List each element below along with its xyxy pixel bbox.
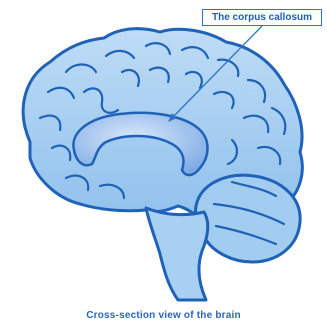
cerebellum <box>195 175 300 262</box>
corpus-callosum-label: The corpus callosum <box>202 9 322 26</box>
figure-caption: Cross-section view of the brain <box>0 310 327 321</box>
brainstem <box>146 208 208 300</box>
